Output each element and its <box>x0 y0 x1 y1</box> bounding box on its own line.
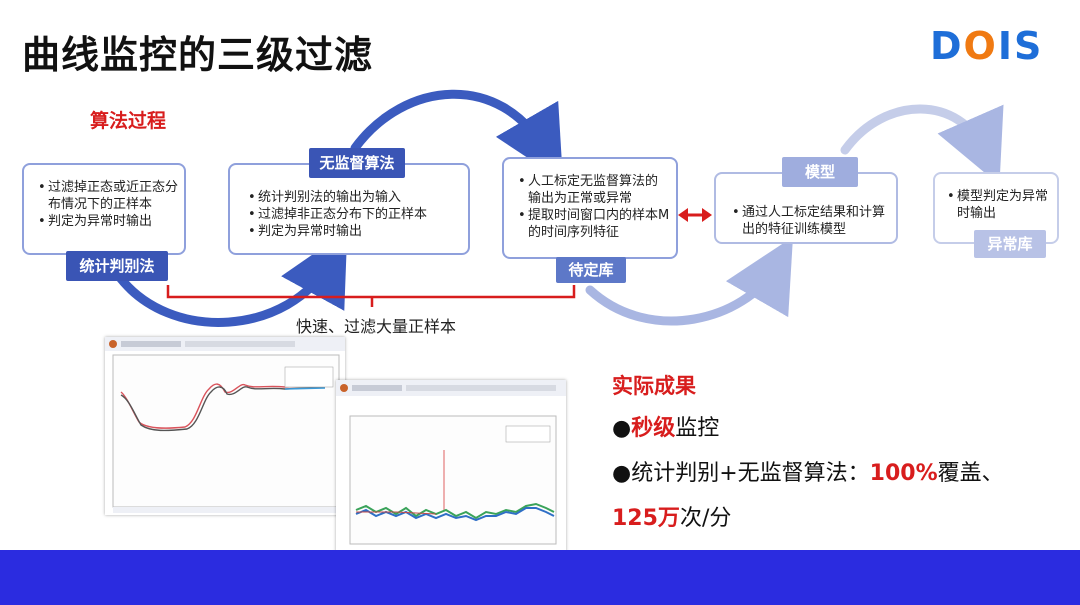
box-item: 过滤掉正态或近正态分布情况下的正样本 <box>38 179 178 213</box>
box-item: 通过人工标定结果和计算出的特征训练模型 <box>732 204 890 238</box>
box-item: 统计判别法的输出为输入 <box>248 189 462 206</box>
arc-stat-to-unsupervised <box>113 230 348 327</box>
monitor-screenshot-1 <box>105 337 345 515</box>
page-title: 曲线监控的三级过滤 <box>22 33 374 77</box>
arc-pending-to-model <box>585 236 794 326</box>
double-arrow-icon <box>678 208 712 222</box>
algorithm-process-label: 算法过程 <box>90 110 167 132</box>
dois-logo: DOIS <box>930 24 1044 68</box>
box-item: 判定为异常时输出 <box>248 223 462 240</box>
box-item: 过滤掉非正态分布下的正样本 <box>248 206 462 223</box>
stat-method-box: 过滤掉正态或近正态分布情况下的正样本 判定为异常时输出 <box>22 163 186 255</box>
bracket-label: 快速、过滤大量正样本 <box>296 317 457 336</box>
red-bracket <box>166 285 576 307</box>
pending-tag: 待定库 <box>556 257 626 283</box>
box-item: 人工标定无监督算法的输出为正常或异常 <box>518 173 670 207</box>
footer-bar <box>0 550 1080 605</box>
result-line-3: 125万次/分 <box>612 506 732 531</box>
result-line-2: ●统计判别+无监督算法：100%覆盖、 <box>612 461 1004 486</box>
arc-model-to-anomaly <box>840 104 1004 185</box>
unsupervised-tag: 无监督算法 <box>309 148 405 178</box>
box-item: 模型判定为异常时输出 <box>947 188 1051 222</box>
model-tag: 模型 <box>782 157 858 187</box>
monitor-screenshot-2 <box>336 380 566 552</box>
anomaly-tag: 异常库 <box>974 230 1046 258</box>
model-box: 通过人工标定结果和计算出的特征训练模型 <box>714 172 898 244</box>
stat-method-tag: 统计判别法 <box>66 251 168 281</box>
unsupervised-box: 统计判别法的输出为输入 过滤掉非正态分布下的正样本 判定为异常时输出 <box>228 163 470 255</box>
box-item: 提取时间窗口内的样本M的时间序列特征 <box>518 207 670 241</box>
results-title: 实际成果 <box>612 374 696 398</box>
pending-box: 人工标定无监督算法的输出为正常或异常 提取时间窗口内的样本M的时间序列特征 <box>502 157 678 259</box>
box-item: 判定为异常时输出 <box>38 213 178 230</box>
result-line-1: ●秒级监控 <box>612 416 720 441</box>
arc-unsupervised-to-pending <box>350 89 564 182</box>
